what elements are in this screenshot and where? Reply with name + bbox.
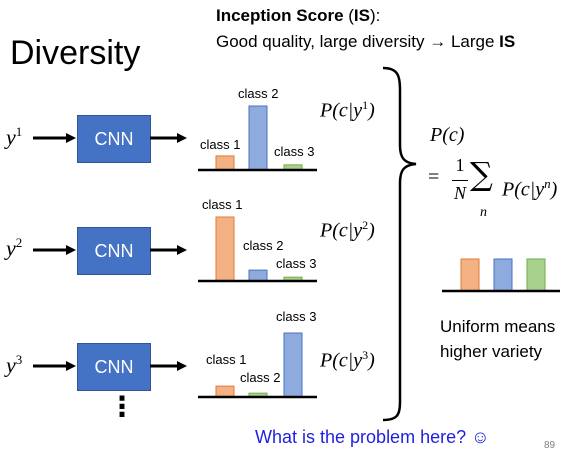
uniform-bar-1 (460, 258, 480, 292)
bar-label-row1-1: class 1 (200, 137, 240, 152)
question-text: What is the problem here? ☺ (255, 427, 490, 447)
header-line-2-text: Good quality, large diversity → Large (216, 32, 500, 51)
page-number: 89 (544, 440, 556, 451)
bar-label-row3-1: class 1 (206, 352, 246, 367)
bar-label-row3-2: class 2 (240, 370, 280, 385)
summation-brace (382, 66, 417, 422)
cnn-box-3: CNN (77, 343, 151, 391)
formula-equals: = (428, 166, 440, 188)
header-paren-close: ): (369, 6, 381, 25)
uniform-caption-line-2: higher variety (440, 342, 543, 361)
bar-label-row1-3: class 3 (274, 144, 314, 159)
vertical-ellipsis: ⋮ (108, 391, 136, 422)
formula-frac-bar (452, 180, 468, 181)
header-paren-open: ( (343, 6, 354, 25)
prob-label-3: P(c|y3) (320, 348, 375, 372)
prob-label-1: P(c|y1) (320, 98, 375, 122)
uniform-bar-3 (526, 258, 546, 292)
formula-frac-num: 1 (455, 155, 465, 175)
bar-row2-1 (215, 216, 235, 282)
cnn-box-1: CNN (77, 115, 151, 163)
header-line-2-bold: IS (499, 32, 516, 51)
uniform-bar-2 (493, 258, 513, 292)
bar-row1-1 (215, 155, 235, 171)
formula-pc: P(c) (430, 124, 465, 146)
header-bold-term: Inception Score (216, 6, 344, 25)
bar-label-row3-3: class 3 (276, 309, 316, 324)
formula-sigma: ∑ (470, 155, 493, 193)
header-line-1: Inception Score (IS): (216, 6, 380, 26)
header-line-2: Good quality, large diversity → Large IS (216, 32, 515, 52)
bar-label-row2-3: class 3 (276, 256, 316, 271)
input-label-2: y2 (6, 235, 23, 261)
slide-title: Diversity (10, 34, 141, 72)
formula-sigma-sub: n (480, 205, 487, 220)
bar-row1-2 (248, 105, 268, 171)
bar-row3-3 (283, 332, 303, 398)
input-label-3: y3 (6, 352, 23, 378)
bar-label-row2-2: class 2 (243, 238, 283, 253)
header-bold-abbrev: IS (353, 6, 370, 25)
bar-row3-1 (215, 385, 235, 398)
bar-label-row2-1: class 1 (202, 197, 242, 212)
bar-label-row1-2: class 2 (238, 86, 278, 101)
bar-row2-2 (248, 269, 268, 282)
input-label-1: y1 (6, 124, 23, 150)
uniform-caption-line-1: Uniform means (440, 317, 556, 336)
formula-term: P(c|yn) (502, 176, 558, 201)
formula-frac-den: N (453, 183, 466, 203)
uniform-caption: Uniform means higher variety (440, 314, 555, 364)
prob-label-2: P(c|y2) (320, 218, 375, 242)
